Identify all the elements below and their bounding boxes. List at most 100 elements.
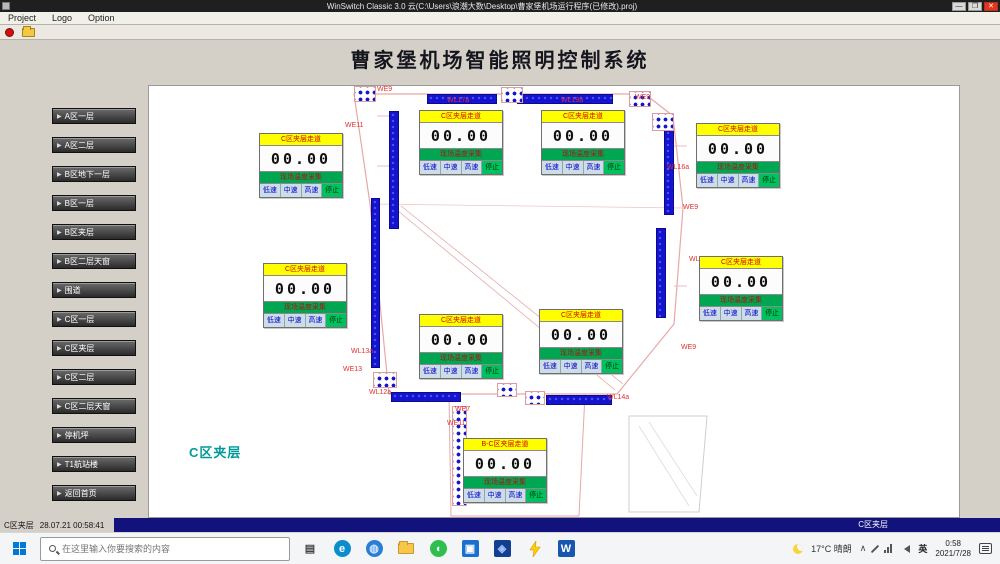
photos-icon-glyph: ▣ (461, 540, 479, 557)
arrow-icon: ▶ (57, 403, 62, 410)
speed-button-3[interactable]: 高速 (505, 489, 527, 502)
panel-value-display: 00.00 (542, 123, 624, 149)
weather-text[interactable]: 17°C 晴朗 (811, 544, 852, 554)
close-button[interactable]: ✕ (984, 1, 998, 11)
maximize-button[interactable]: ❐ (968, 1, 982, 11)
minimize-button[interactable]: — (952, 1, 966, 11)
indicator-dot-cluster (525, 391, 545, 405)
speed-button-1[interactable]: 低速 (700, 307, 721, 320)
menu-logo[interactable]: Logo (52, 13, 73, 23)
panel-buttons: 低速中速高速停止 (700, 307, 782, 320)
speed-button-3[interactable]: 高速 (741, 307, 763, 320)
speed-button-3[interactable]: 高速 (305, 314, 327, 327)
sidebar-item-label: C区一层 (64, 314, 95, 324)
speed-button-1[interactable]: 低速 (540, 360, 561, 373)
sidebar-item-10[interactable]: ▶C区二层 (52, 369, 136, 385)
tray-clock[interactable]: 0:58 2021/7/28 (935, 539, 971, 559)
speed-button-4[interactable]: 停止 (326, 314, 346, 327)
file-explorer-icon[interactable] (390, 533, 422, 564)
speed-button-3[interactable]: 高速 (461, 161, 483, 174)
speed-button-4[interactable]: 停止 (482, 161, 502, 174)
speed-button-4[interactable]: 停止 (762, 307, 782, 320)
speed-button-2[interactable]: 中速 (717, 174, 739, 187)
sidebar-item-13[interactable]: ▶T1航站楼 (52, 456, 136, 472)
sidebar-item-1[interactable]: ▶A区一层 (52, 108, 136, 124)
speed-button-1[interactable]: 低速 (464, 489, 485, 502)
edge-icon[interactable]: e (326, 533, 358, 564)
menu-project[interactable]: Project (8, 13, 37, 23)
sidebar-item-11[interactable]: ▶C区二层天窗 (52, 398, 136, 414)
speed-button-3[interactable]: 高速 (738, 174, 760, 187)
speed-button-1[interactable]: 低速 (264, 314, 285, 327)
speed-button-4[interactable]: 停止 (604, 161, 624, 174)
sidebar-item-14[interactable]: ▶返回首页 (52, 485, 136, 501)
network-icon[interactable] (884, 544, 893, 553)
app-icon[interactable]: ◈ (486, 533, 518, 564)
window-title: WinSwitch Classic 3.0 云(C:\Users\浪潮大数\De… (326, 1, 638, 11)
panel-buttons: 低速中速高速停止 (420, 365, 502, 378)
speed-button-2[interactable]: 中速 (560, 360, 582, 373)
speed-button-4[interactable]: 停止 (482, 365, 502, 378)
panel-buttons: 低速中速高速停止 (540, 360, 622, 373)
sidebar-item-label: B区夹层 (64, 227, 94, 237)
sidebar-item-label: B区一层 (64, 198, 94, 208)
notification-center-icon[interactable] (979, 543, 992, 554)
sidebar-item-2[interactable]: ▶A区二层 (52, 137, 136, 153)
speed-button-2[interactable]: 中速 (484, 489, 506, 502)
wire-label: WE9 (683, 204, 699, 211)
speed-button-2[interactable]: 中速 (440, 161, 462, 174)
sidebar-item-8[interactable]: ▶C区一层 (52, 311, 136, 327)
speed-button-3[interactable]: 高速 (581, 360, 603, 373)
status-datetime: 28.07.21 00:58:41 (39, 520, 105, 530)
sidebar-item-6[interactable]: ▶B区二层天窗 (52, 253, 136, 269)
sidebar-item-7[interactable]: ▶围道 (52, 282, 136, 298)
speed-button-1[interactable]: 低速 (542, 161, 563, 174)
tray-expand-icon[interactable]: ∧ (859, 543, 867, 553)
indicator-dot-cluster (629, 91, 651, 107)
speed-button-1[interactable]: 低速 (420, 365, 441, 378)
menubar: Project Logo Option (0, 12, 1000, 25)
speed-button-1[interactable]: 低速 (697, 174, 718, 187)
speed-button-3[interactable]: 高速 (301, 184, 323, 197)
speed-button-4[interactable]: 停止 (602, 360, 622, 373)
speed-button-2[interactable]: 中速 (280, 184, 302, 197)
speed-button-4[interactable]: 停止 (322, 184, 342, 197)
panel-temp-label: 现场温度采集 (464, 477, 546, 489)
photos-icon[interactable]: ▣ (454, 533, 486, 564)
search-input[interactable] (62, 543, 262, 554)
browser-icon[interactable]: ◍ (358, 533, 390, 564)
sidebar-item-4[interactable]: ▶B区一层 (52, 195, 136, 211)
speed-button-3[interactable]: 高速 (583, 161, 605, 174)
wechat-icon[interactable]: ◖ (422, 533, 454, 564)
sidebar-item-5[interactable]: ▶B区夹层 (52, 224, 136, 240)
open-project-icon[interactable] (22, 25, 35, 37)
speed-button-1[interactable]: 低速 (260, 184, 281, 197)
speed-button-2[interactable]: 中速 (562, 161, 584, 174)
start-button[interactable] (0, 533, 40, 564)
pen-icon[interactable] (871, 544, 880, 553)
menu-option[interactable]: Option (88, 13, 115, 23)
speed-button-2[interactable]: 中速 (284, 314, 306, 327)
flash-tool-icon[interactable] (518, 533, 550, 564)
word-icon[interactable]: W (550, 533, 582, 564)
sidebar-item-9[interactable]: ▶C区夹层 (52, 340, 136, 356)
sidebar-item-12[interactable]: ▶停机坪 (52, 427, 136, 443)
speed-button-2[interactable]: 中速 (440, 365, 462, 378)
speed-button-3[interactable]: 高速 (461, 365, 483, 378)
panel-value-display: 00.00 (420, 123, 502, 149)
volume-icon[interactable] (900, 544, 911, 553)
speed-button-4[interactable]: 停止 (526, 489, 546, 502)
panel-temp-label: 现场温度采集 (542, 149, 624, 161)
speed-button-4[interactable]: 停止 (759, 174, 779, 187)
taskbar-search[interactable] (40, 536, 290, 561)
stop-button-icon[interactable] (5, 27, 14, 37)
task-view-icon[interactable]: ▤ (294, 533, 326, 564)
sidebar-item-3[interactable]: ▶B区地下一层 (52, 166, 136, 182)
wire-label: WE13 (343, 366, 363, 373)
speed-button-1[interactable]: 低速 (420, 161, 441, 174)
ime-indicator[interactable]: 英 (918, 544, 928, 554)
speed-button-2[interactable]: 中速 (720, 307, 742, 320)
indicator-dot-cluster (373, 372, 397, 388)
panel-value-display: 00.00 (264, 276, 346, 302)
